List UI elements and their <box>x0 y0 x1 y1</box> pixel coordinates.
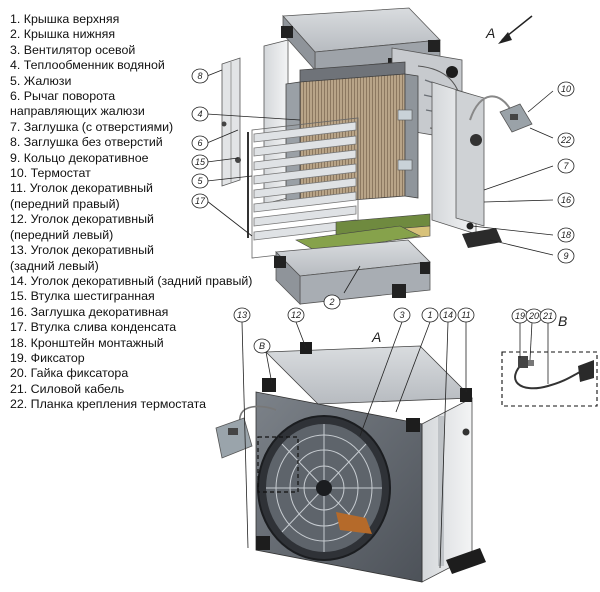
legend-item: (передний левый) <box>10 227 114 242</box>
svg-text:6: 6 <box>197 138 202 148</box>
callout-2: 2 <box>323 294 341 310</box>
svg-text:16: 16 <box>561 195 571 205</box>
callout-5: 5 <box>191 173 209 189</box>
svg-text:4: 4 <box>197 109 202 119</box>
svg-text:14: 14 <box>443 310 453 320</box>
svg-text:5: 5 <box>197 176 203 186</box>
legend-item: 20. Гайка фиксатора <box>10 366 129 381</box>
legend-item: 8. Заглушка без отверстий <box>10 135 163 150</box>
view-a-arrow: A <box>485 15 533 44</box>
legend-item: 17. Втулка слива конденсата <box>10 320 177 335</box>
svg-text:17: 17 <box>195 196 206 206</box>
svg-text:21: 21 <box>542 311 553 321</box>
svg-text:12: 12 <box>291 310 301 320</box>
callout-13: 13 <box>233 307 251 323</box>
assembled-callouts <box>241 321 467 569</box>
svg-text:2: 2 <box>328 297 334 307</box>
legend-item: 13. Уголок декоративный <box>10 243 154 258</box>
legend-item: 6. Рычаг поворота <box>10 89 116 104</box>
callout-22: 22 <box>557 132 575 148</box>
legend-item: 7. Заглушка (с отверстиями) <box>10 119 174 134</box>
svg-text:8: 8 <box>197 71 202 81</box>
callout-18: 18 <box>557 227 575 243</box>
svg-text:19: 19 <box>515 311 525 321</box>
legend-item: 10. Термостат <box>10 166 91 181</box>
legend-item: направляющих жалюзи <box>10 104 145 119</box>
legend-item: 11. Уголок декоративный <box>10 181 153 196</box>
callout-10: 10 <box>557 81 575 97</box>
view-a-label: A <box>371 329 381 345</box>
legend-item: 1. Крышка верхняя <box>10 12 120 26</box>
louvers <box>247 117 359 259</box>
callout-11: 11 <box>457 307 475 323</box>
svg-text:11: 11 <box>461 310 470 320</box>
callout-6: 6 <box>191 135 209 151</box>
exploded-view: A <box>221 7 533 305</box>
legend-item: 19. Фиксатор <box>10 350 85 365</box>
callout-8: 8 <box>191 68 209 84</box>
svg-text:18: 18 <box>561 230 571 240</box>
svg-text:9: 9 <box>563 251 568 261</box>
exploded-callout-bubbles: 8 4 6 15 5 17 10 22 7 16 18 9 2 <box>191 68 575 310</box>
bottom-cover <box>274 239 431 305</box>
assembled-callout-bubbles: 13 12 3 1 14 11 B A <box>233 307 475 354</box>
exploded-callouts <box>206 69 554 294</box>
callout-1: 1 <box>421 307 439 323</box>
legend-item: (передний правый) <box>10 196 120 211</box>
svg-text:1: 1 <box>427 310 432 320</box>
legend-item: 4. Теплообменник водяной <box>10 58 165 73</box>
legend-item: 12. Уголок декоративный <box>10 212 154 227</box>
legend-item: 5. Жалюзи <box>10 73 72 88</box>
right-side-panel <box>431 81 502 248</box>
legend-item: 2. Крышка нижняя <box>10 27 116 42</box>
callout-9: 9 <box>557 248 575 264</box>
top-cover <box>281 7 441 72</box>
legend-item: 14. Уголок декоративный (задний правый) <box>10 273 253 288</box>
callout-7: 7 <box>557 158 575 174</box>
legend-item: 16. Заглушка декоративная <box>10 304 169 319</box>
view-b-label: B <box>558 313 567 329</box>
legend-item: 3. Вентилятор осевой <box>10 42 136 57</box>
view-b-circle: B <box>253 338 271 354</box>
svg-text:13: 13 <box>237 310 247 320</box>
detail-view-b: B 19 20 21 <box>501 308 598 407</box>
lever-part <box>221 121 227 127</box>
callout-4: 4 <box>191 106 209 122</box>
svg-text:7: 7 <box>563 161 569 171</box>
svg-text:22: 22 <box>560 135 571 145</box>
svg-text:B: B <box>259 341 265 351</box>
legend-item: 15. Втулка шестигранная <box>10 289 155 304</box>
callout-14: 14 <box>439 307 457 323</box>
legend-item: 9. Кольцо декоративное <box>10 150 149 165</box>
callout-16: 16 <box>557 192 575 208</box>
svg-text:15: 15 <box>195 157 206 167</box>
callout-21: 21 <box>539 308 557 324</box>
legend-item: 22. Планка крепления термостата <box>10 397 207 412</box>
svg-text:20: 20 <box>528 311 539 321</box>
assembled-view <box>215 342 486 583</box>
view-a-arrow-label: A <box>485 25 495 41</box>
legend-item: (задний левый) <box>10 258 99 273</box>
parts-legend: 1. Крышка верхняя 2. Крышка нижняя 3. Ве… <box>10 12 310 413</box>
callout-17: 17 <box>191 193 209 209</box>
callout-19: 19 <box>511 308 529 324</box>
svg-text:10: 10 <box>561 84 571 94</box>
thermostat <box>469 95 533 133</box>
callout-12: 12 <box>287 307 305 323</box>
callout-3: 3 <box>393 307 411 323</box>
condensate-tray <box>295 213 431 253</box>
legend-item: 18. Кронштейн монтажный <box>10 335 164 350</box>
callout-15: 15 <box>191 154 209 170</box>
legend-item: 21. Силовой кабель <box>10 381 125 396</box>
svg-text:3: 3 <box>399 310 404 320</box>
